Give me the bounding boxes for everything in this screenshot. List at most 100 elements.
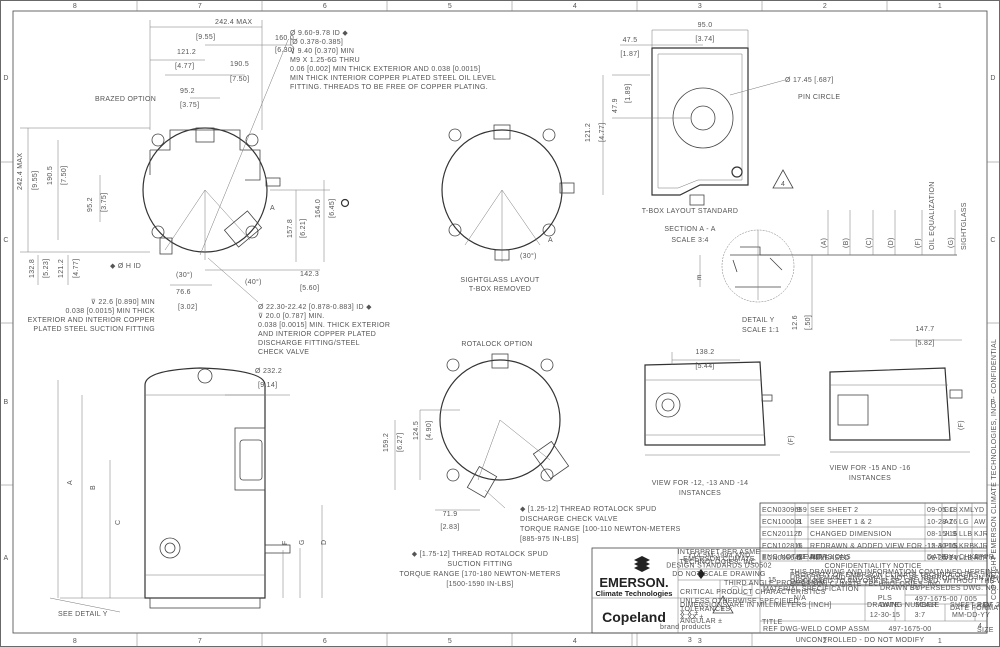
- side-c-label: C: [115, 520, 122, 525]
- oil-level-fitting-note: [Ø 0.378-0.385]: [290, 39, 343, 46]
- rotalock-discharge-note: [885-975 IN-LBS]: [520, 536, 579, 543]
- revision-header: ENG NOTICE NO.: [762, 554, 824, 561]
- pin-dia-label: Ø 17.45 [.687]: [785, 77, 834, 84]
- w190-in-label: [7.50]: [230, 76, 249, 83]
- revision-cell: KJR: [974, 531, 988, 538]
- zone-column-label: 7: [198, 3, 202, 10]
- zone-column-label: 3: [698, 638, 702, 645]
- rotalock-option-label: ROTALOCK OPTION: [461, 341, 532, 348]
- revision-cell: XML: [959, 507, 974, 514]
- lab-d-label: (D): [888, 237, 895, 248]
- w242-in-label: [9.55]: [196, 34, 215, 41]
- zone-column-label: 6: [323, 638, 327, 645]
- revision-cell: CHANGED DIMENSION: [810, 531, 892, 538]
- h121-label: 121.2: [58, 259, 65, 278]
- pin-circle-label: PIN CIRCLE: [798, 94, 840, 101]
- revision-cell: AW: [974, 519, 986, 526]
- w95-label: 95.2: [180, 88, 195, 95]
- oil-level-fitting-note: MIN THICK INTERIOR COPPER PLATED STEEL O…: [290, 75, 496, 82]
- r71-label: 71.9: [443, 511, 458, 518]
- revision-cell: AZ: [944, 519, 954, 526]
- d76-label: 76.6: [176, 289, 191, 296]
- material-label: N/A: [794, 595, 807, 602]
- revision-header: CHKD: [959, 554, 980, 561]
- zone-column-label: 3: [698, 3, 702, 10]
- interpret-note: INTERPRET PER ASME: [678, 549, 761, 556]
- h132-label: 132.8: [29, 259, 36, 278]
- side-a-label: A: [67, 480, 74, 485]
- lab-f-label: (F): [915, 238, 922, 248]
- date-label: 12-30-15: [870, 612, 900, 619]
- h121-in-label: [4.77]: [73, 259, 80, 278]
- revision-cell: 08-15-16: [927, 531, 957, 538]
- oil-level-fitting-note: FITTING. THREADS TO BE FREE OF COPPER PL…: [290, 84, 488, 91]
- third-angle-projection-icon: [730, 583, 753, 597]
- r124-label: 124.5: [413, 421, 420, 440]
- detail-label: DETAIL Y: [742, 317, 775, 324]
- t479-label: 47.9: [612, 98, 619, 113]
- dia232-label: Ø 232.2: [255, 368, 282, 375]
- suction-fitting-note: ⊽ 22.6 [0.890] MIN: [91, 298, 155, 306]
- revision-cell: SEE SHEET 2: [810, 507, 858, 514]
- scale-label-label: SCALE: [915, 602, 939, 609]
- revision-cell: KJR: [974, 543, 988, 550]
- tbox-std-label: T-BOX LAYOUT STANDARD: [642, 208, 739, 215]
- confidentiality-text: UPON DEMAND AND SHALL NOT BE REPRODUCED …: [790, 575, 1000, 582]
- revision-header: REV.LTR.: [797, 554, 830, 561]
- lab-a-label: (A): [821, 238, 828, 248]
- revision-header: APPR: [974, 554, 994, 561]
- revision-cell: ECN0309659: [762, 507, 807, 514]
- critical-label: CRITICAL PRODUCT CHARACTERISTICS: [680, 589, 826, 596]
- t47-in-label: [1.87]: [620, 51, 639, 58]
- tbox-section-view: [602, 29, 794, 206]
- lab-g-label: (G): [948, 237, 955, 248]
- copeland-wordmark: Copeland: [602, 609, 666, 625]
- side-d-label: D: [321, 540, 328, 545]
- zone-row-label: D: [990, 75, 995, 82]
- interpret-note: EMERSON CLIMATE: [683, 556, 755, 563]
- d76-in-label: [3.02]: [178, 304, 197, 311]
- revision-cell: 12-30-15: [927, 543, 957, 550]
- d126-label: 12.6: [792, 315, 799, 330]
- revision-header: BY: [944, 554, 954, 561]
- instance-side-views: [644, 339, 970, 456]
- date-format-label: DATE FORMAT:: [950, 605, 1000, 612]
- zone-column-label: 1: [938, 638, 942, 645]
- revision-cell: 8: [797, 519, 801, 526]
- title-label-label: TITLE: [762, 619, 783, 626]
- zone-column-label: 4: [573, 3, 577, 10]
- revision-cell: ECN102816: [762, 543, 803, 550]
- interpret-note: Y14.5M-1994 AND: [688, 552, 751, 559]
- zone-row-label: A: [4, 555, 9, 562]
- t95-label: 95.0: [698, 22, 713, 29]
- h132-in-label: [5.23]: [43, 259, 50, 278]
- zone3-label: 3: [688, 637, 692, 644]
- discharge-fitting-note: 0.038 [0.0015] MIN. THICK EXTERIOR: [258, 322, 390, 329]
- t121-label: 121.2: [585, 123, 592, 142]
- r138-label: 138.2: [695, 349, 714, 356]
- tolerance-note: TOLERANCES:: [680, 606, 733, 613]
- confidentiality-text: EMERSON CLIMATE TECHNOLOGIES, INC.: [790, 581, 943, 588]
- r138-in-label: [5.44]: [695, 363, 714, 370]
- suction-fitting-note: PLATED STEEL SUCTION FITTING: [33, 326, 155, 333]
- interpret-note: TECHNOLOGIES, INC.: [680, 559, 759, 566]
- suction-fitting-note: EXTERIOR AND INTERIOR COPPER: [28, 317, 155, 324]
- h164-in-label: [6.45]: [329, 199, 336, 218]
- supersedes-label: 497-1675-00 / 005: [915, 596, 977, 603]
- ang30b-label: (30°): [520, 252, 537, 260]
- title-block: [591, 547, 988, 647]
- zone-column-label: 4: [573, 638, 577, 645]
- rotalock-suction-note: TORQUE RANGE [170-180 NEWTON-METERS: [399, 571, 560, 578]
- scale-label: 3:7: [915, 612, 926, 619]
- confidentiality-text: THIS DRAWING AND INFORMATION CONTAINED H…: [790, 569, 1000, 576]
- h95-label: 95.2: [87, 197, 94, 212]
- rev-label: 4: [978, 623, 982, 630]
- zone-row-label: A: [991, 555, 996, 562]
- scale11-label: SCALE 1:1: [742, 327, 779, 334]
- tbox-removed-label: T-BOX REMOVED: [469, 286, 531, 293]
- tolerance-note: DIMENSIONS ARE IN MILLIMETERS [INCH]: [680, 602, 832, 609]
- revision-cell: CC: [944, 507, 955, 514]
- uncontrolled-notice: UNCONTROLLED - DO NOT MODIFY: [796, 637, 925, 644]
- suction-fitting-note: 0.038 [0.0015] MIN THICK: [65, 308, 155, 315]
